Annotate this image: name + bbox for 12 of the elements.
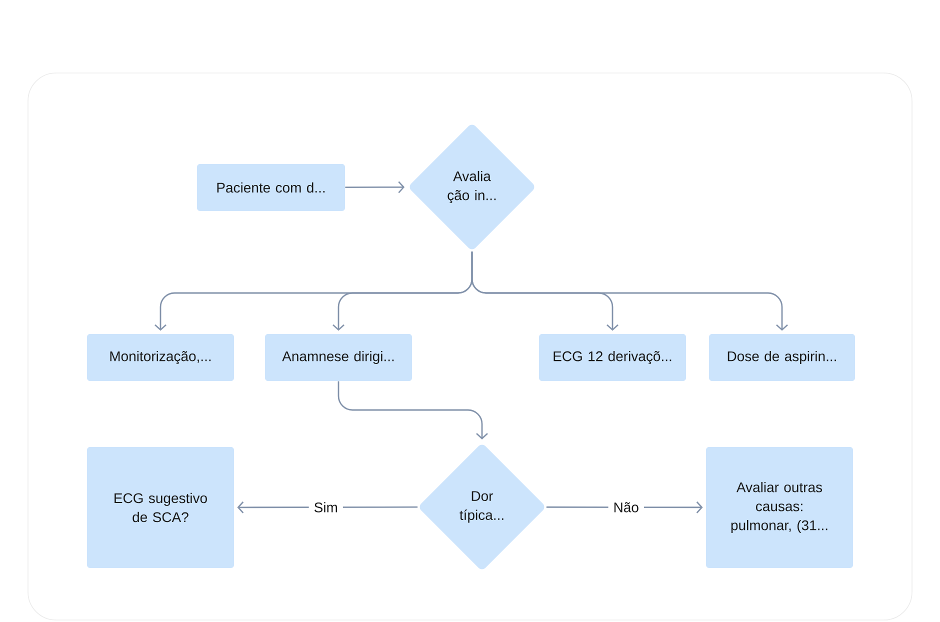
process-box: Avaliar outras causas: pulmonar, (31...	[706, 447, 853, 568]
process-box: ECG sugestivo de SCA?	[87, 447, 234, 568]
arrow	[471, 252, 788, 331]
arrow	[338, 381, 488, 440]
process-box: Dose de aspirin...	[709, 334, 855, 381]
edge-label: Sim	[308, 497, 343, 518]
edge-label: Não	[608, 497, 644, 518]
process-box: Anamnese dirigi...	[265, 334, 412, 381]
process-box: Paciente com d...	[197, 164, 345, 211]
process-box: Monitorização,...	[87, 334, 234, 381]
arrow	[345, 181, 405, 194]
process-box: ECG 12 derivaçõ...	[539, 334, 686, 381]
